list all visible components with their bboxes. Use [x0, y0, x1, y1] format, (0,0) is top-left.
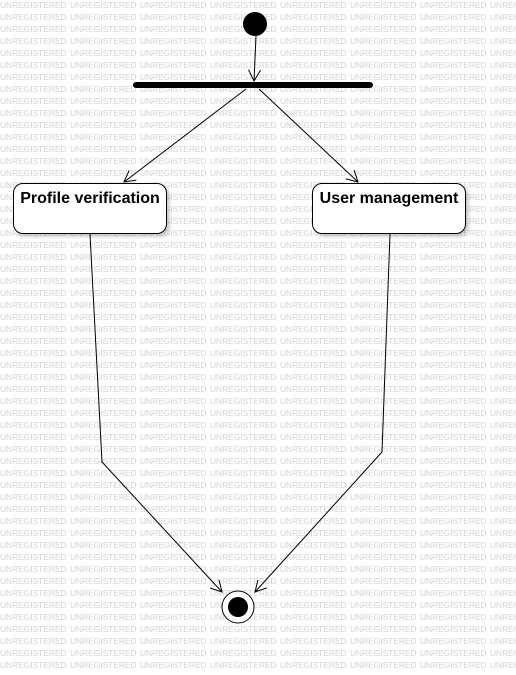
activity-label: User management — [319, 190, 459, 207]
fork-bar[interactable] — [133, 82, 373, 88]
final-node[interactable] — [221, 590, 255, 624]
activity-label: Profile verification — [20, 190, 160, 207]
final-node-inner-dot — [228, 597, 248, 617]
initial-node[interactable] — [243, 12, 267, 36]
edge-fork-to-user-management — [258, 88, 359, 183]
edge-profile-verification-to-final — [89, 233, 223, 593]
edge-initial-to-fork — [248, 35, 261, 83]
activity-user-management[interactable]: User management — [312, 183, 466, 234]
edge-fork-to-profile-verification — [123, 88, 247, 183]
edge-user-management-to-final — [254, 233, 391, 593]
activity-profile-verification[interactable]: Profile verification — [13, 183, 167, 234]
